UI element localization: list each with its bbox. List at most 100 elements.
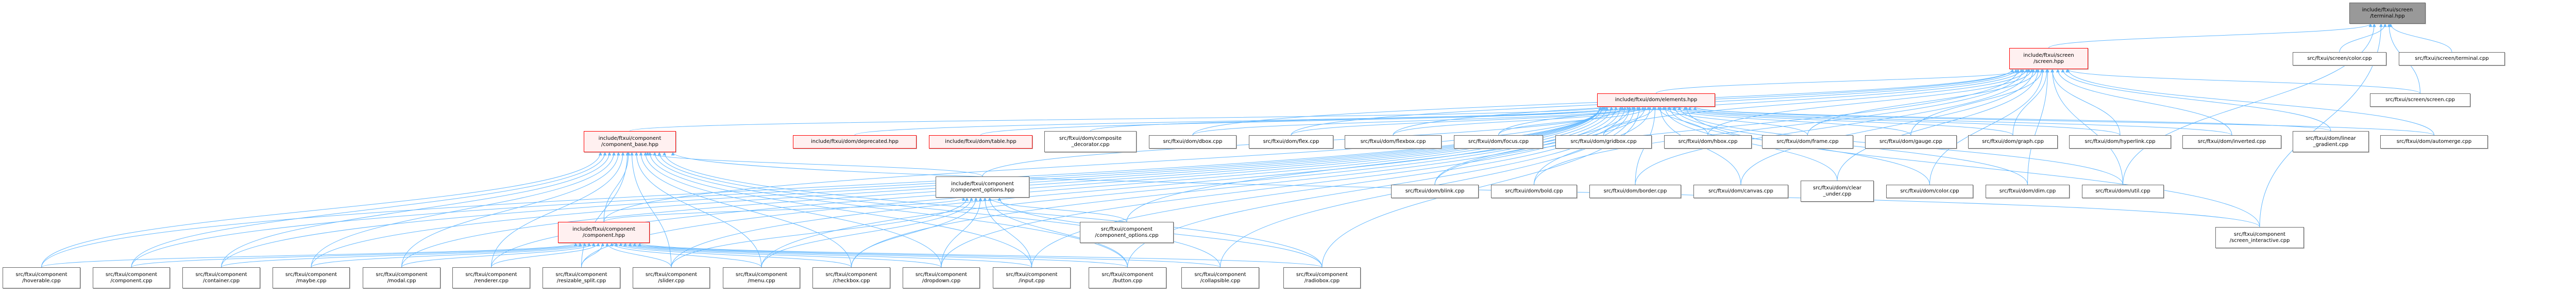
dependency-edge: [2056, 69, 2232, 136]
node-screen-interactive-cpp[interactable]: src/ftxui/component /screen_interactive.…: [2215, 227, 2304, 248]
node-container-cpp[interactable]: src/ftxui/component /container.cpp: [182, 267, 260, 288]
node-menu-cpp[interactable]: src/ftxui/component /menu.cpp: [723, 267, 800, 288]
node-radiobox-cpp[interactable]: src/ftxui/component /radiobox.cpp: [1283, 267, 1361, 288]
dependency-edge: [1910, 69, 2044, 136]
dependency-edge: [1498, 69, 2023, 136]
node-slider-cpp[interactable]: src/ftxui/component /slider.cpp: [633, 267, 710, 288]
dependency-edge: [2012, 69, 2049, 136]
dependency-edge: [1683, 106, 2232, 136]
dependency-edge: [2050, 69, 2123, 185]
node-gridbox-cpp[interactable]: src/ftxui/dom/gridbox.cpp: [1555, 135, 1652, 149]
node-screen-color-cpp[interactable]: src/ftxui/screen/color.cpp: [2293, 52, 2386, 66]
dependency-edge: [1656, 69, 2031, 94]
node-resizable-split-cpp[interactable]: src/ftxui/component /resizable_split.cpp: [543, 267, 620, 288]
dependency-edge: [311, 242, 591, 268]
node-linear-gradient-cpp[interactable]: src/ftxui/dom/linear _gradient.cpp: [2293, 131, 2369, 152]
dependency-edge: [131, 152, 607, 268]
dependency-edge: [671, 197, 969, 268]
dependency-edge: [41, 242, 578, 268]
dependency-edge: [619, 242, 942, 268]
node-component-cpp[interactable]: src/ftxui/component /component.cpp: [93, 267, 170, 288]
node-bold-cpp[interactable]: src/ftxui/dom/bold.cpp: [1491, 185, 1577, 198]
node-hyperlink-cpp[interactable]: src/ftxui/dom/hyperlink.cpp: [2069, 135, 2171, 149]
node-blink-cpp[interactable]: src/ftxui/dom/blink.cpp: [1391, 185, 1479, 198]
node-automerge-cpp[interactable]: src/ftxui/dom/automerge.cpp: [2380, 135, 2488, 149]
node-dim-cpp[interactable]: src/ftxui/dom/dim.cpp: [1986, 185, 2070, 198]
node-frame-cpp[interactable]: src/ftxui/dom/frame.cpp: [1762, 135, 1853, 149]
dependency-edge: [1672, 106, 2013, 136]
dependency-edge: [1393, 106, 1645, 136]
node-screen-terminal-cpp[interactable]: src/ftxui/screen/terminal.cpp: [2399, 52, 2505, 66]
node-maybe-cpp[interactable]: src/ftxui/component /maybe.cpp: [273, 267, 350, 288]
node-clear-under-cpp[interactable]: src/ftxui/dom/clear _under.cpp: [1801, 181, 1874, 202]
dependency-edge: [2061, 69, 2331, 132]
node-border-cpp[interactable]: src/ftxui/dom/border.cpp: [1589, 185, 1681, 198]
dependency-edge: [581, 242, 605, 268]
node-dbox-cpp[interactable]: src/ftxui/dom/dbox.cpp: [1149, 135, 1236, 149]
node-component-options-hpp[interactable]: include/ftxui/component /component_optio…: [936, 176, 1029, 198]
node-inverted-cpp[interactable]: src/ftxui/dom/inverted.cpp: [2182, 135, 2281, 149]
node-input-cpp[interactable]: src/ftxui/component /input.cpp: [993, 267, 1071, 288]
node-screen-hpp[interactable]: include/ftxui/screen /screen.hpp: [2009, 48, 2088, 69]
dependency-edge: [1126, 106, 1632, 222]
node-deprecated-hpp[interactable]: include/ftxui/dom/deprecated.hpp: [793, 135, 917, 149]
dependency-edge: [603, 106, 1605, 222]
node-hbox-cpp[interactable]: src/ftxui/dom/hbox.cpp: [1664, 135, 1752, 149]
dependency-edge: [1837, 69, 2040, 181]
dependency-edge: [603, 197, 965, 222]
dependency-edge: [1684, 106, 2260, 228]
dependency-edge: [614, 242, 852, 268]
dependency-edge: [2123, 23, 2376, 185]
node-table-hpp[interactable]: include/ftxui/dom/table.hpp: [929, 135, 1032, 149]
node-modal-cpp[interactable]: src/ftxui/component /modal.cpp: [363, 267, 440, 288]
dependency-edge: [131, 242, 582, 268]
dependency-edge: [1667, 106, 1911, 136]
node-focus-cpp[interactable]: src/ftxui/dom/focus.cpp: [1454, 135, 1543, 149]
node-util-cpp[interactable]: src/ftxui/dom/util.cpp: [2082, 185, 2164, 198]
node-flex-cpp[interactable]: src/ftxui/dom/flex.cpp: [1249, 135, 1333, 149]
node-component-hpp[interactable]: include/ftxui/component /component.hpp: [558, 222, 650, 243]
dependency-edge: [643, 152, 942, 268]
node-collapsible-cpp[interactable]: src/ftxui/component /collapsible.cpp: [1181, 267, 1259, 288]
node-terminal-hpp[interactable]: include/ftxui/screen /terminal.hpp: [2349, 3, 2426, 24]
node-screen-cpp[interactable]: src/ftxui/screen/screen.cpp: [2370, 93, 2470, 107]
node-canvas-cpp[interactable]: src/ftxui/dom/canvas.cpp: [1693, 185, 1788, 198]
node-gauge-cpp[interactable]: src/ftxui/dom/gauge.cpp: [1865, 135, 1957, 149]
node-composite-decorator-cpp[interactable]: src/ftxui/dom/composite _decorator.cpp: [1044, 131, 1137, 152]
node-component-base-hpp[interactable]: include/ftxui/component /component_base.…: [584, 131, 676, 152]
dependency-edge: [2027, 69, 2049, 185]
dependency-edge: [941, 197, 982, 268]
dependency-edge: [854, 106, 1618, 136]
node-hoverable-cpp[interactable]: src/ftxui/component /hoverable.cpp: [3, 267, 80, 288]
dependency-edge: [1688, 106, 2331, 132]
node-graph-cpp[interactable]: src/ftxui/dom/graph.cpp: [1968, 135, 2058, 149]
dependency-edge: [401, 242, 596, 268]
node-button-cpp[interactable]: src/ftxui/component /button.cpp: [1089, 267, 1166, 288]
dependency-edge: [41, 152, 602, 268]
node-flexbox-cpp[interactable]: src/ftxui/dom/flexbox.cpp: [1345, 135, 1442, 149]
dependency-edge: [630, 106, 1606, 132]
dependency-edge: [1534, 69, 2025, 185]
dependency-edge: [221, 152, 612, 268]
dependency-edge: [2065, 69, 2420, 94]
node-renderer-cpp[interactable]: src/ftxui/component /renderer.cpp: [452, 267, 530, 288]
node-checkbox-cpp[interactable]: src/ftxui/component /checkbox.cpp: [812, 267, 890, 288]
dependency-edge: [1090, 106, 1630, 132]
dependency-edge: [851, 197, 978, 268]
node-dropdown-cpp[interactable]: src/ftxui/component /dropdown.cpp: [903, 267, 980, 288]
dependency-edge: [605, 242, 672, 268]
node-elements-hpp[interactable]: include/ftxui/dom/elements.hpp: [1597, 93, 1715, 107]
dependency-edge: [609, 242, 762, 268]
dependency-edge: [1635, 69, 2030, 185]
node-component-options-cpp[interactable]: src/ftxui/component /component_options.c…: [1080, 222, 1174, 243]
dependency-edge: [1192, 106, 1635, 136]
dependency-edge: [491, 152, 625, 268]
dependency-edge: [2050, 69, 2121, 136]
dependency-edge: [2048, 23, 2372, 48]
node-dom-color-cpp[interactable]: src/ftxui/dom/color.cpp: [1886, 185, 1973, 198]
dependency-edge: [657, 152, 1221, 268]
dependency-edge: [2339, 23, 2387, 53]
dependency-edge: [1929, 69, 2045, 185]
dependency-edge: [639, 152, 852, 268]
